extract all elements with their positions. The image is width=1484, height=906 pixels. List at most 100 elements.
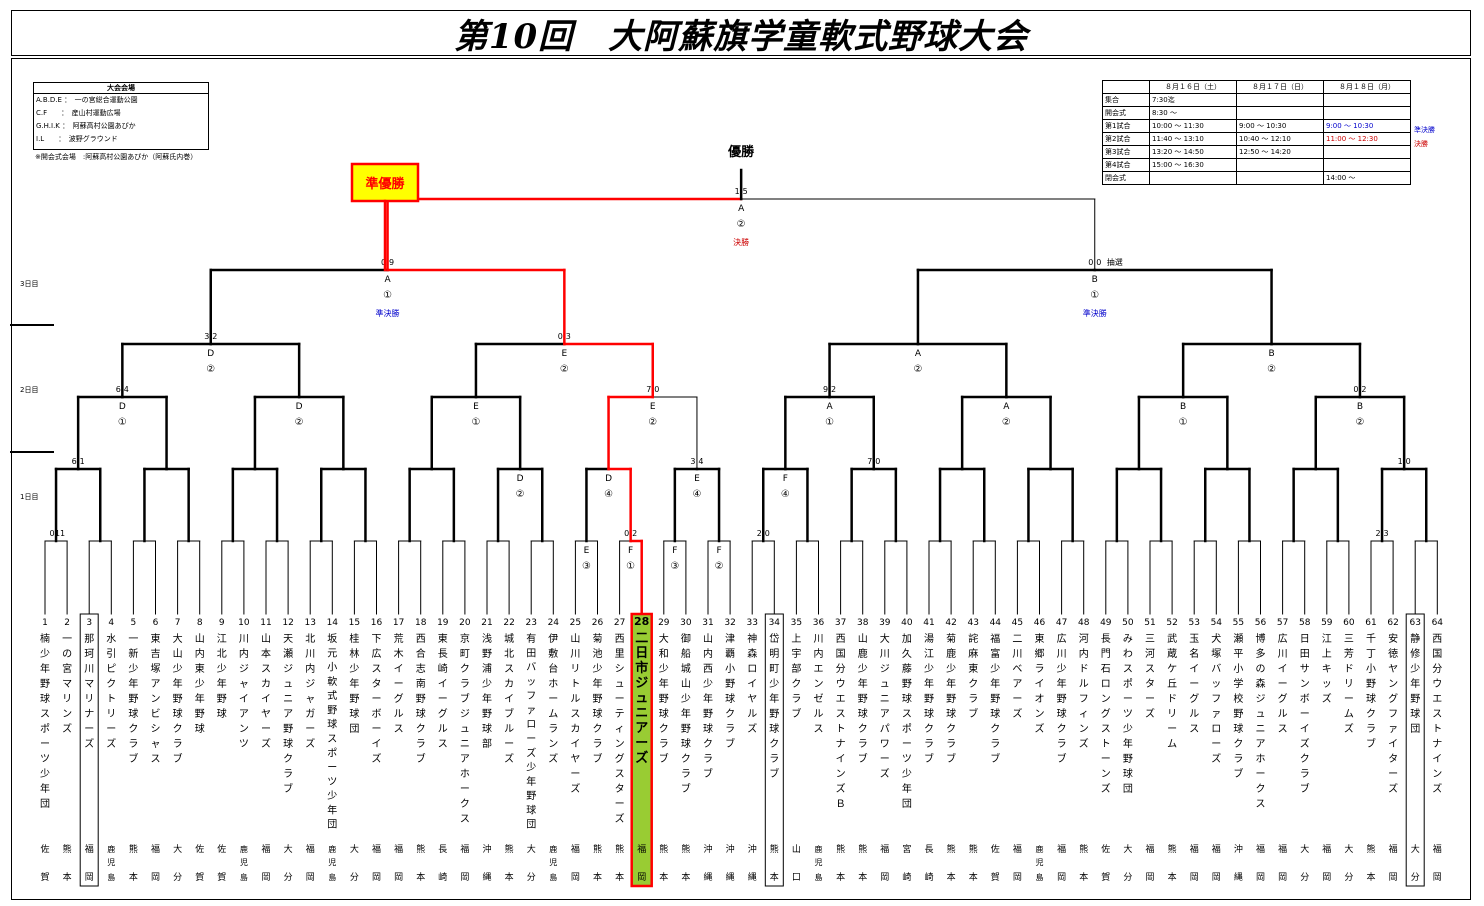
team-name-char: ラ (681, 768, 691, 780)
team-name-char: ヤ (747, 694, 757, 705)
match-number: ① (626, 561, 635, 572)
team-name-char: 町 (460, 649, 470, 660)
team-name-char: ュ (460, 724, 470, 735)
team-name-char: 野 (173, 693, 183, 705)
team-number: 13 (304, 618, 315, 628)
team-name-char: ク (681, 753, 691, 765)
team-number: 18 (415, 618, 427, 628)
team-pref-char: 本 (969, 871, 978, 883)
team-name-char: ア (239, 709, 249, 720)
team-name-char: 和 (659, 648, 669, 660)
team-name-char: ク (990, 723, 1000, 735)
runnerup-label: 準優勝 (365, 176, 405, 192)
match-number: ② (1267, 364, 1276, 375)
team-name-char: タ (1388, 753, 1398, 765)
team-name-char: 市 (635, 660, 648, 676)
team-pref-char: 福 (1190, 843, 1199, 855)
match-number: ② (1002, 417, 1011, 428)
team-name-char: 引 (106, 648, 116, 660)
team-number: 2 (64, 618, 70, 628)
team-name-char: 川 (239, 634, 249, 645)
team-pref-char: 熊 (129, 843, 138, 855)
team-name-char: ク (924, 723, 934, 735)
team-name-char: 二 (1012, 634, 1022, 645)
match-venue: B (1180, 402, 1186, 412)
team-name-char: ュ (615, 679, 625, 690)
team-pref-char: 熊 (63, 843, 72, 855)
team-name-char: 野 (725, 678, 735, 690)
team-name-char: 野 (327, 704, 337, 716)
score-left: 3 (204, 332, 209, 341)
match-note: 抽選 (1107, 257, 1123, 267)
team-pref-char: 沖 (482, 843, 491, 855)
team-name-char: ズ (836, 782, 846, 795)
team-number: 12 (282, 618, 293, 628)
team-pref-char: 佐 (195, 843, 204, 855)
team-pref-char: 賀 (1101, 871, 1110, 883)
team-name-char: ホ (1256, 753, 1266, 765)
score-left: 1 (735, 187, 740, 196)
score-right: 3 (1384, 529, 1389, 538)
team-pref-char: 児 (328, 858, 336, 867)
team-name-char: ド (1344, 664, 1354, 675)
team-pref-char: 大 (1411, 843, 1420, 855)
team-pref-char: 縄 (703, 872, 712, 883)
seed-team-box (1405, 613, 1425, 887)
team-name-char: ブ (924, 752, 934, 765)
team-pref-char: 大 (350, 843, 359, 855)
team-name-char: 川 (1012, 649, 1022, 660)
team-name-char: 少 (195, 678, 205, 690)
team-name-char: 年 (327, 803, 337, 816)
team-name-char: ッ (1211, 679, 1221, 690)
team-number: 42 (945, 618, 956, 628)
team-name-char: 野 (482, 708, 492, 720)
team-pref-char: 賀 (40, 871, 49, 883)
match-number: ② (206, 364, 215, 375)
team-name-char: 式 (327, 689, 337, 702)
team-pref-char: 大 (1300, 843, 1309, 855)
score-left: 0 (381, 258, 386, 267)
team-name-char: ロ (747, 664, 757, 675)
team-name-char: ズ (106, 737, 116, 750)
team-name-char: 小 (725, 663, 735, 675)
team-name-char: ク (106, 678, 116, 690)
team-name-char: 内 (703, 647, 713, 660)
match-venue: E (584, 546, 590, 556)
team-name-char: 木 (394, 648, 404, 660)
team-name-char: ス (151, 754, 161, 765)
team-name-char: 桂 (349, 632, 359, 645)
venue-row: G.H.I.K ： 阿蘇高村公園あぴか (36, 122, 136, 130)
team-number: 8 (197, 618, 203, 628)
team-pref-char: 佐 (1101, 843, 1110, 855)
team-name-char: イ (1300, 724, 1310, 735)
team-name-char: ラ (990, 738, 1000, 750)
team-name-char: ン (1300, 679, 1310, 690)
team-name-char: ャ (305, 694, 315, 705)
team-name-char: 山 (858, 633, 868, 645)
team-number: 50 (1122, 618, 1134, 628)
match-venue: D (605, 474, 612, 484)
team-name-char: 団 (327, 819, 337, 831)
team-name-char: エ (814, 664, 824, 675)
team-name-char: 球 (769, 722, 779, 735)
team-pref-char: 縄 (482, 872, 491, 883)
team-number: 37 (835, 618, 846, 628)
team-number: 64 (1432, 618, 1444, 628)
team-name-char: イ (1035, 679, 1045, 690)
team-name-char: ラ (1233, 753, 1243, 765)
team-name-char: 少 (769, 678, 779, 690)
team-name-char: 鹿 (946, 647, 956, 660)
team-name-char: 城 (504, 633, 514, 645)
team-name-char: 森 (1256, 677, 1266, 690)
team-name-char: 元 (327, 648, 337, 659)
team-name-char: ズ (548, 752, 558, 765)
score-left: 0 (558, 332, 563, 341)
team-name-char: ン (62, 709, 72, 720)
team-name-char: ポ (902, 723, 912, 735)
team-name-char: ァ (1388, 724, 1398, 735)
team-number: 31 (702, 618, 713, 628)
team-name-char: 年 (349, 677, 359, 690)
